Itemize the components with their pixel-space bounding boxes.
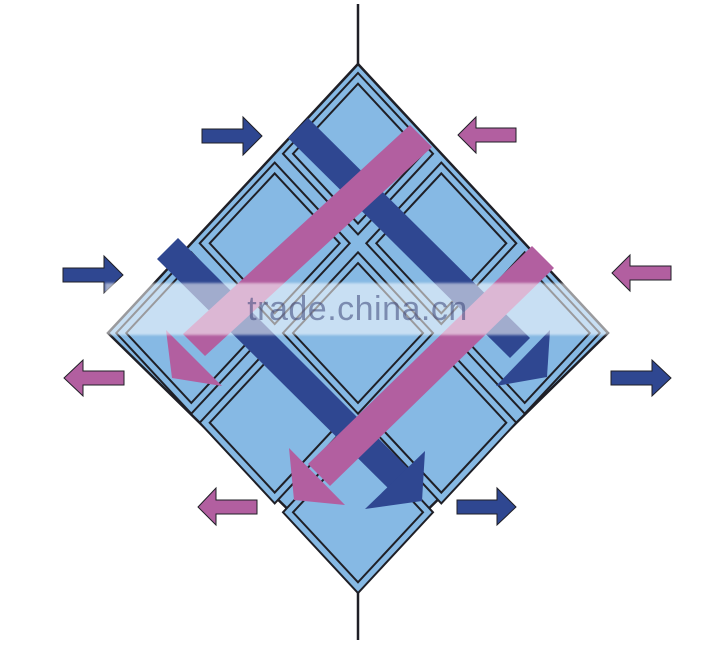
blue-stream-lower-head (365, 451, 425, 509)
side-arrow-blue (201, 115, 263, 157)
side-arrow-blue (456, 486, 517, 527)
pink-stream-upper-head (166, 330, 222, 386)
side-arrow-pink (457, 115, 517, 155)
side-arrow-pink (63, 358, 125, 398)
blue-stream-upper-head (496, 330, 550, 386)
side-arrows (62, 115, 672, 527)
watermark-text: trade.china.cn (247, 290, 468, 328)
pink-stream-lower-head (289, 448, 345, 505)
side-arrow-pink (611, 253, 672, 293)
watermark-band (105, 283, 610, 335)
side-arrow-pink (197, 486, 258, 527)
side-arrow-blue (610, 358, 672, 398)
